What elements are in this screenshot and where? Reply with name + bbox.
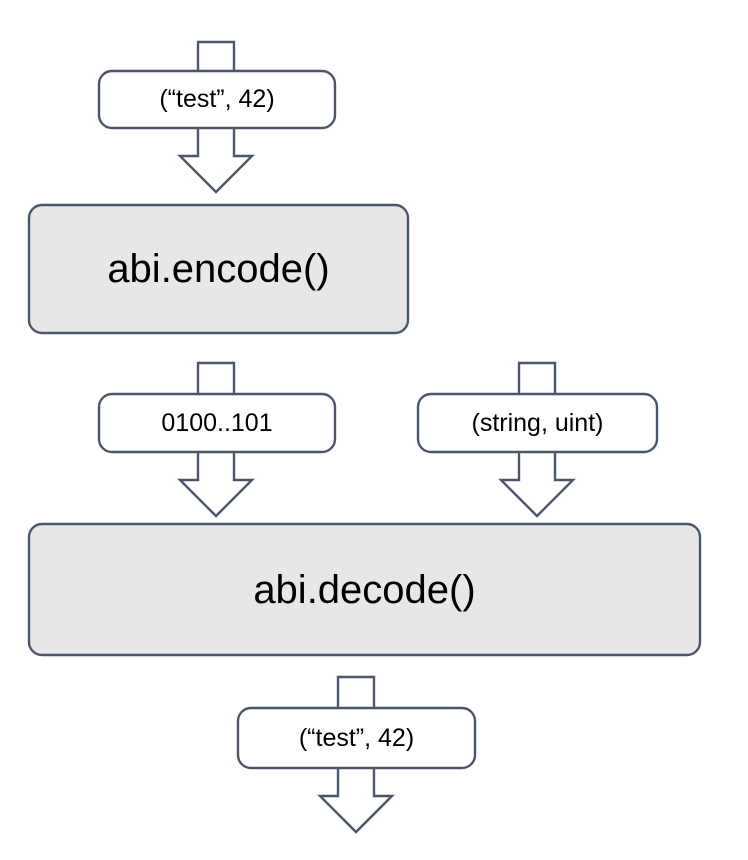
connector-stub: [196, 361, 236, 396]
node-encoded-bytes: [97, 392, 337, 454]
connector-stub: [336, 675, 376, 710]
connector-stub: [196, 40, 236, 73]
connector-arrow-down: [317, 766, 395, 834]
node-output-tuple: [236, 706, 477, 770]
node-input-tuple: [97, 69, 337, 130]
node-type-tuple: [416, 392, 659, 454]
connector-stub: [517, 361, 557, 396]
connector-layer: [177, 40, 576, 834]
node-abi-decode: [27, 522, 702, 657]
connector-arrow-down: [177, 450, 255, 518]
node-abi-encode: [27, 203, 410, 335]
connector-arrow-down: [177, 126, 255, 194]
connector-arrow-down: [498, 450, 576, 518]
node-layer: [27, 69, 702, 770]
